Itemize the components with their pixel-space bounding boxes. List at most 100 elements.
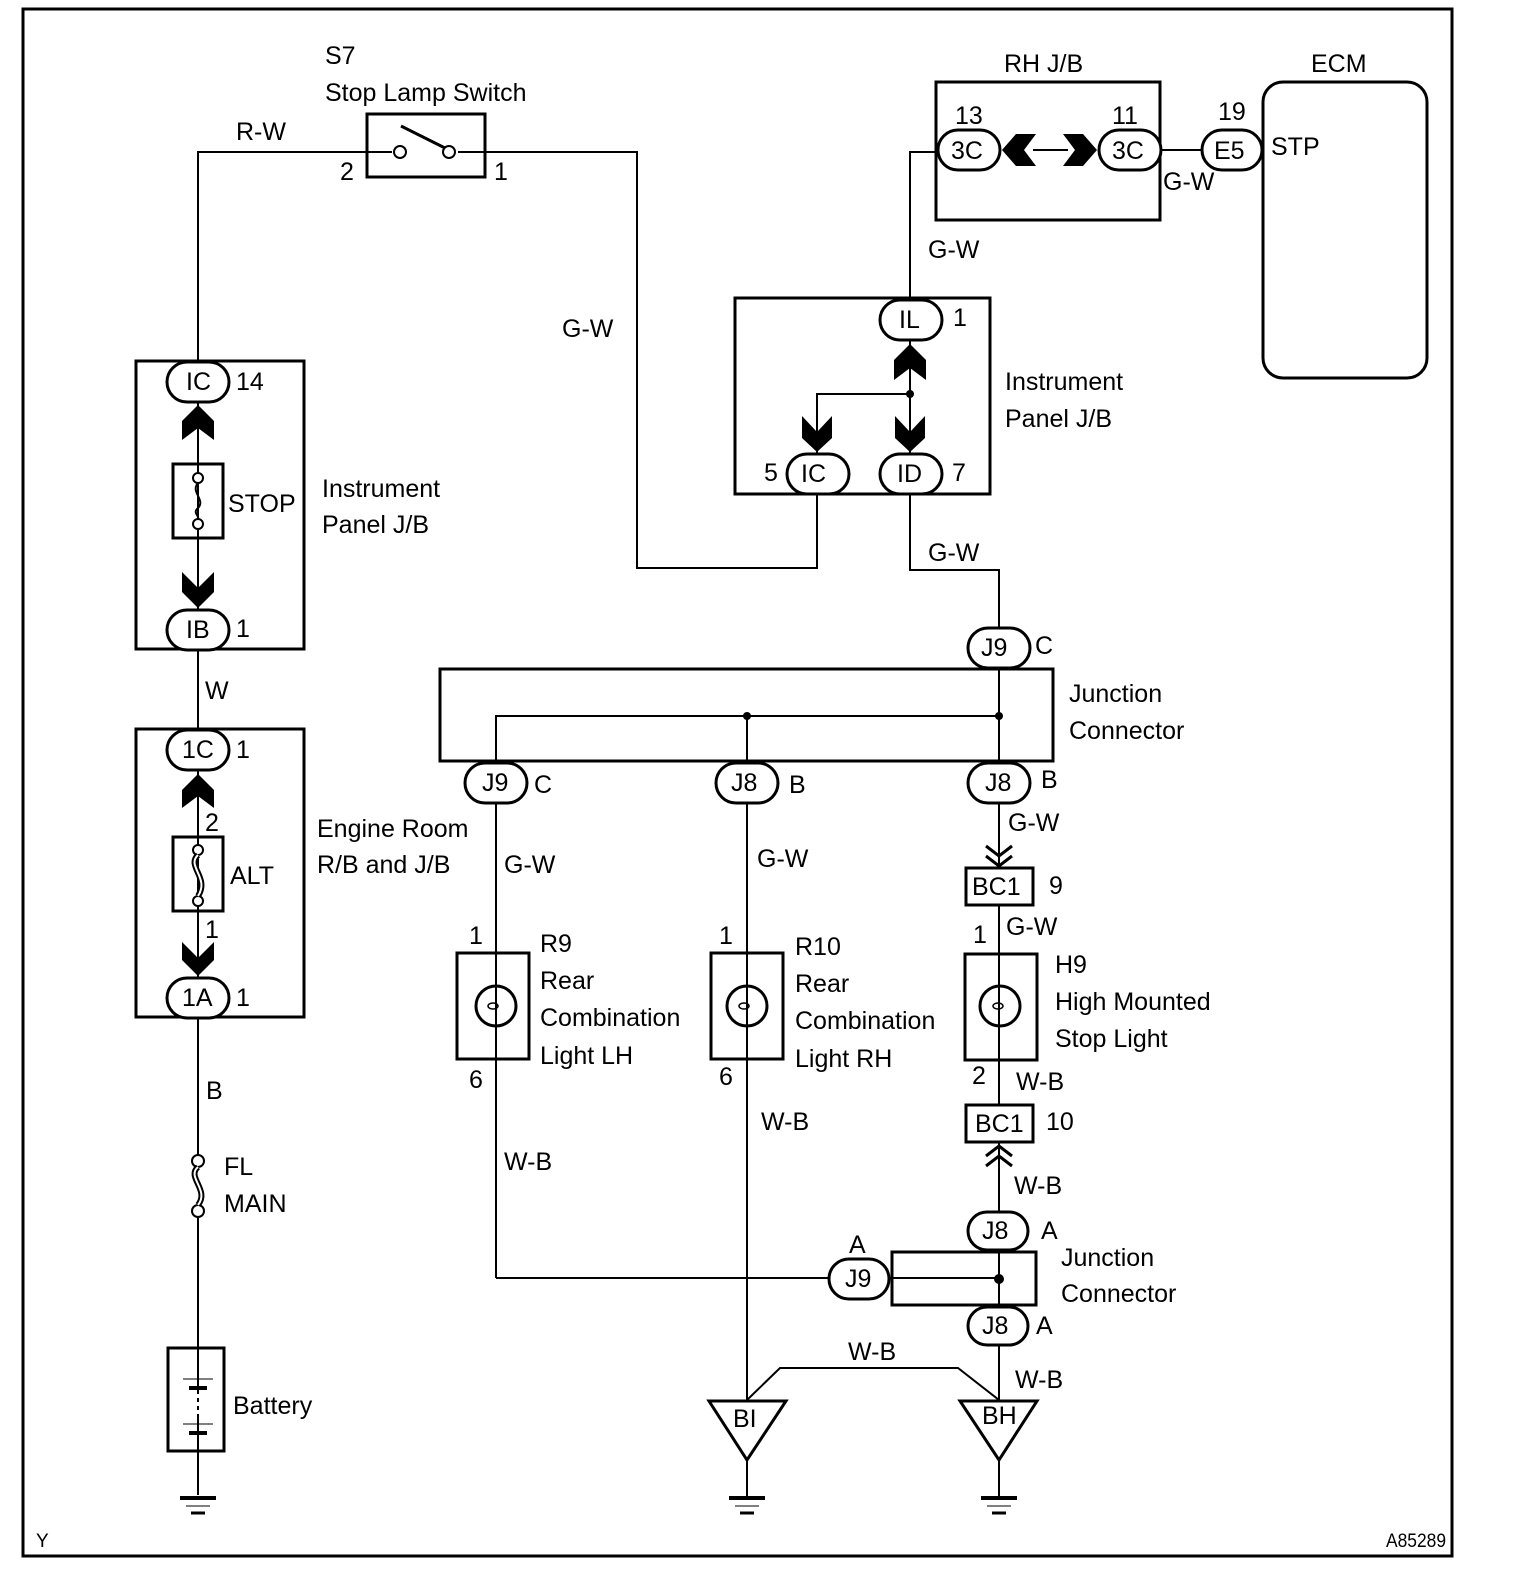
rh-jb-right-conn-label: 3C xyxy=(1112,137,1144,165)
engine-room-bottom-pin: 1 xyxy=(236,984,250,1012)
stop-fuse-label: STOP xyxy=(228,490,296,518)
ground-icon xyxy=(981,1496,1017,1515)
ip-jb-right-right-conn-label: ID xyxy=(897,460,922,488)
alt-fuse-box xyxy=(171,835,225,913)
bc1-bottom-conn-label: BC1 xyxy=(975,1110,1024,1138)
fuse-icon xyxy=(192,472,204,530)
ip-jb-left-top-pin: 14 xyxy=(236,368,264,396)
switch-blade-icon xyxy=(400,124,446,150)
ecm-name: ECM xyxy=(1311,50,1367,78)
ip-jb-right-top-conn-label: IL xyxy=(899,306,920,334)
junction-upper-bottom-pin: B xyxy=(789,771,806,799)
connector-chevron-icon xyxy=(985,854,1013,868)
r10-name-3: Light RH xyxy=(795,1045,892,1073)
switch-contact-icon xyxy=(442,145,456,159)
battery-icon xyxy=(183,1378,213,1435)
ground-bi-label: BI xyxy=(733,1405,757,1433)
stop-fuse-box xyxy=(171,462,225,540)
switch-pin-left: 2 xyxy=(340,158,354,186)
splice-dot xyxy=(994,1274,1004,1284)
junction-lower-name-2: Connector xyxy=(1061,1280,1176,1308)
ip-jb-left-name-1: Instrument xyxy=(322,475,440,503)
wire-label-w-b: W-B xyxy=(761,1108,809,1136)
rh-jb-left-pin: 13 xyxy=(955,102,983,130)
engine-room-name-1: Engine Room xyxy=(317,815,468,843)
bc1-top-conn-label: BC1 xyxy=(972,873,1021,901)
wire-g-w-switch xyxy=(486,151,818,569)
h9-name-2: Stop Light xyxy=(1055,1025,1168,1053)
switch-name: Stop Lamp Switch xyxy=(325,79,527,107)
junction-upper-bottom-connector xyxy=(463,761,529,805)
wire-label-w-b: W-B xyxy=(504,1148,552,1176)
wire-label-w-b: W-B xyxy=(1015,1366,1063,1394)
junction-upper-bottom-conn-label: J9 xyxy=(482,769,508,797)
junction-lower-left-conn-label: J9 xyxy=(845,1265,871,1293)
figure-id: A85289 xyxy=(1386,1531,1446,1552)
alt-fuse-pin-bottom: 1 xyxy=(205,916,219,944)
rh-jb-name: RH J/B xyxy=(1004,50,1083,78)
ground-point-bi-icon xyxy=(706,1399,789,1463)
h9-box xyxy=(963,952,1039,1062)
connector-arrow-icon xyxy=(1002,134,1036,166)
wire-junction-bus xyxy=(495,715,999,765)
connector-arrow-icon xyxy=(894,344,926,380)
junction-upper-name-1: Junction xyxy=(1069,680,1162,708)
junction-lower-name-1: Junction xyxy=(1061,1244,1154,1272)
switch-code: S7 xyxy=(325,42,356,70)
junction-lower-top-conn-label: J8 xyxy=(982,1217,1008,1245)
switch-contact-icon xyxy=(393,145,407,159)
r9-name-1: Rear xyxy=(540,967,594,995)
wire-label-g-w: G-W xyxy=(1163,168,1215,196)
ip-jb-right-right-pin: 7 xyxy=(952,459,966,487)
junction-upper-bottom-connector xyxy=(966,761,1032,805)
r9-pin-top: 1 xyxy=(469,922,483,950)
fl-main-line-1: FL xyxy=(224,1153,253,1181)
connector-chevron-icon xyxy=(985,844,1013,858)
junction-upper-bottom-conn-label: J8 xyxy=(985,769,1011,797)
connector-arrow-icon xyxy=(182,405,214,440)
ip-jb-right-right-connector xyxy=(878,452,944,496)
engine-room-bottom-connector xyxy=(165,976,231,1020)
junction-lower-left-pin: A xyxy=(849,1231,866,1259)
junction-upper-box xyxy=(438,667,1055,763)
diagram-frame xyxy=(21,7,1454,1558)
ecm-pin: 19 xyxy=(1218,98,1246,126)
connector-arrow-icon xyxy=(802,416,832,452)
battery-box xyxy=(166,1346,226,1453)
r9-box xyxy=(455,951,531,1061)
ip-jb-left-box xyxy=(134,359,306,651)
bc1-bottom-connector xyxy=(964,1103,1035,1144)
connector-arrow-icon xyxy=(182,572,214,608)
ip-jb-right-box xyxy=(733,296,992,496)
stop-lamp-switch xyxy=(365,112,487,179)
connector-arrow-icon xyxy=(895,416,925,452)
ip-jb-left-name-2: Panel J/B xyxy=(322,511,429,539)
ip-jb-right-left-pin: 5 xyxy=(764,459,778,487)
fl-main-line-2: MAIN xyxy=(224,1190,287,1218)
ecm-connector xyxy=(1200,128,1264,172)
r10-pin-top: 1 xyxy=(719,922,733,950)
ip-jb-right-left-conn-label: IC xyxy=(801,460,826,488)
fusible-link-icon xyxy=(191,844,205,907)
connector-chevron-icon xyxy=(985,1154,1013,1168)
wire-label-g-w: G-W xyxy=(562,315,614,343)
ground-bh-label: BH xyxy=(982,1402,1017,1430)
ip-jb-left-top-conn-label: IC xyxy=(186,368,211,396)
r10-box xyxy=(709,951,785,1061)
r9-pin-bottom: 6 xyxy=(469,1066,483,1094)
r9-code: R9 xyxy=(540,930,572,958)
ip-jb-left-bottom-pin: 1 xyxy=(236,615,250,643)
r9-name-3: Light LH xyxy=(540,1042,633,1070)
connector-arrow-icon xyxy=(182,942,214,976)
ip-jb-right-name-1: Instrument xyxy=(1005,368,1123,396)
ground-icon xyxy=(729,1496,765,1515)
junction-upper-bottom-conn-label: J8 xyxy=(731,769,757,797)
junction-lower-left-connector xyxy=(827,1257,891,1301)
switch-pin-right: 1 xyxy=(494,158,508,186)
alt-fuse-pin-top: 2 xyxy=(205,809,219,837)
ground-icon xyxy=(180,1496,216,1515)
junction-lower-top-pin: A xyxy=(1041,1217,1058,1245)
ground-point-bh-icon xyxy=(957,1399,1040,1463)
rh-jb-left-conn-label: 3C xyxy=(951,137,983,165)
